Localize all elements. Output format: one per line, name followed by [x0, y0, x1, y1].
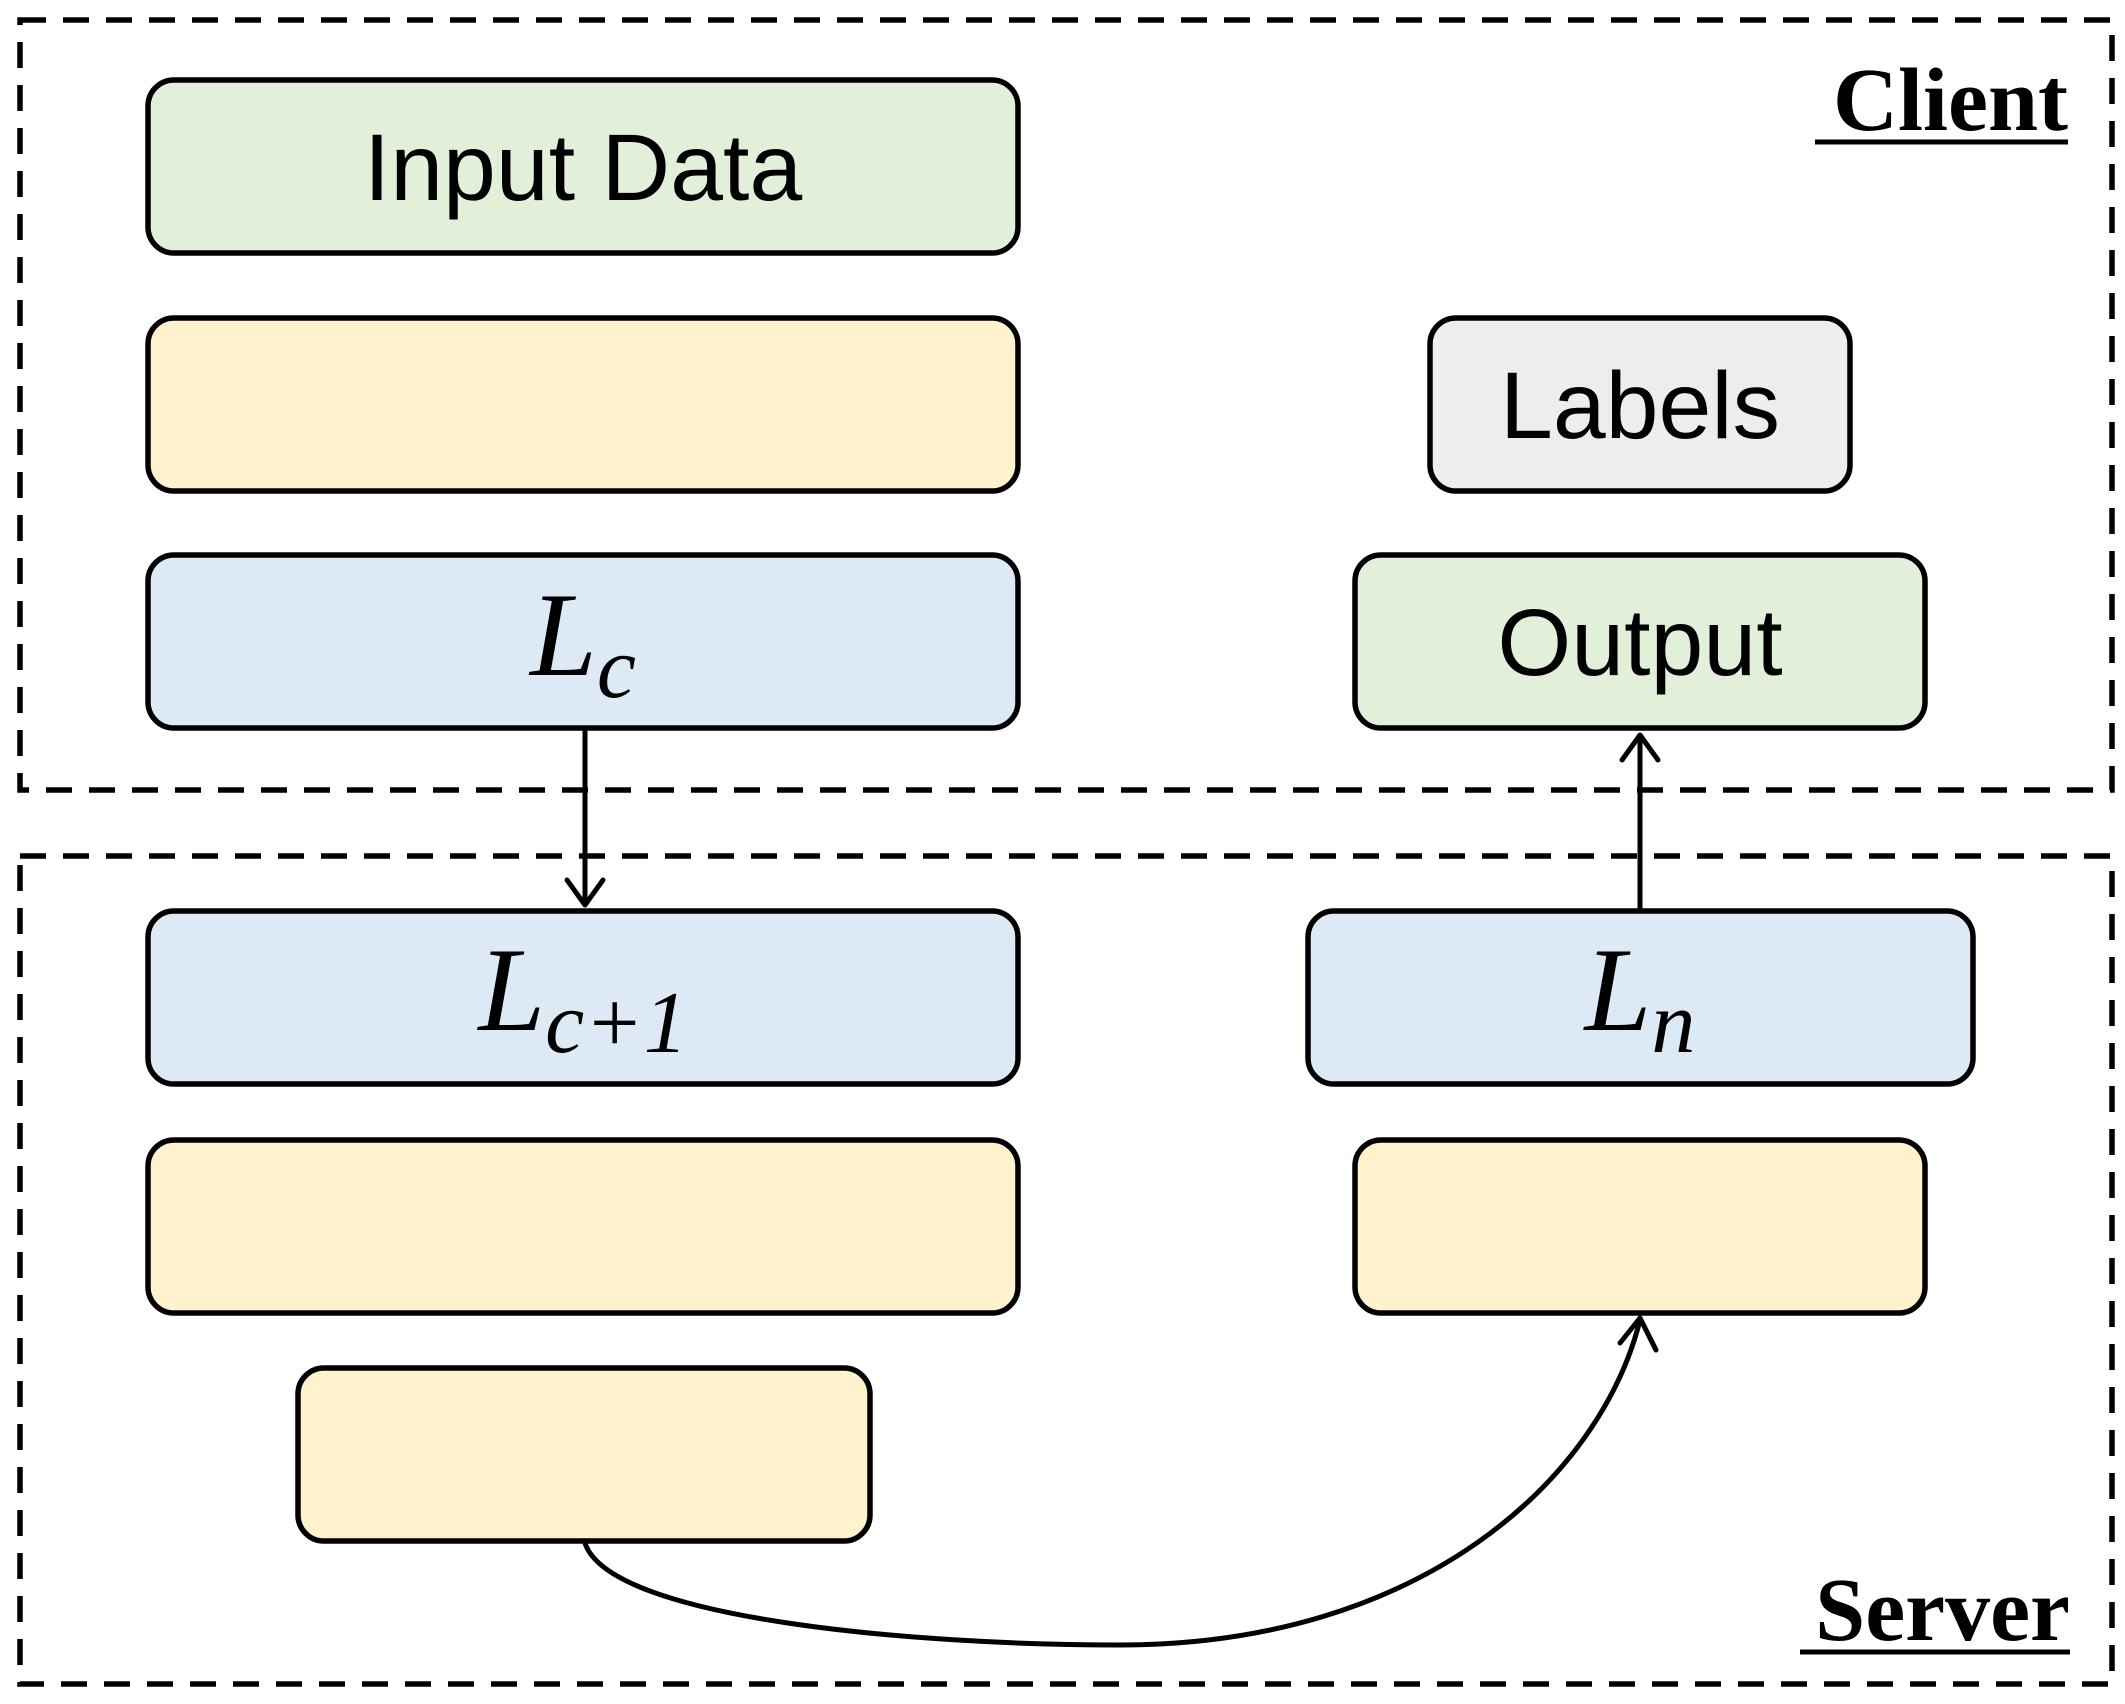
server-hidden-layer-1-block [145, 1137, 1021, 1316]
lc-plus-1-layer-box [145, 908, 1021, 1087]
server-hidden-layer-2-box [295, 1365, 873, 1544]
ln-layer-label: Ln [1583, 923, 1696, 1072]
lc-to-lc-plus-1-arrowhead [564, 877, 606, 908]
client-hidden-layer-box [145, 315, 1021, 494]
client-zone: Client [17, 17, 2115, 793]
server-hidden-layer-1-box [145, 1137, 1021, 1316]
input-data-label: Input Data [364, 115, 803, 221]
labels-box [1427, 315, 1853, 494]
client-zone-border [17, 17, 2115, 793]
ln-layer-box [1305, 908, 1976, 1087]
input-data-block: Input Data [145, 77, 1021, 256]
labels-block: Labels [1427, 315, 1853, 494]
server-hidden-layer-right-block [1352, 1137, 1928, 1316]
lc-layer-label: Lc [528, 568, 636, 717]
server-zone-border [17, 853, 2115, 1687]
lc-layer-block: Lc [145, 552, 1021, 731]
server-zone-title: Server [1815, 1561, 2070, 1660]
server-hidden-layer-2-block [295, 1365, 873, 1544]
server-hidden-layer-right-box [1352, 1137, 1928, 1316]
lc-plus-1-layer-block: Lc+1 [145, 908, 1021, 1087]
skip-connection-arrowhead [1617, 1315, 1659, 1353]
ln-to-output-arrowhead [1619, 732, 1661, 763]
ln-to-output-arrow [1619, 732, 1661, 909]
skip-connection-curve [582, 1319, 1643, 1648]
output-block: Output [1352, 552, 1928, 731]
labels-label: Labels [1500, 353, 1780, 459]
output-label: Output [1497, 590, 1782, 696]
input-data-box [145, 77, 1021, 256]
lc-to-lc-plus-1-arrow [564, 730, 606, 908]
output-box [1352, 552, 1928, 731]
client-hidden-layer-block [145, 315, 1021, 494]
skip-connection-arrow [582, 1315, 1659, 1648]
lc-layer-box [145, 552, 1021, 731]
lc-plus-1-layer-label: Lc+1 [476, 923, 687, 1072]
ln-layer-block: Ln [1305, 908, 1976, 1087]
server-zone: Server [17, 853, 2115, 1687]
client-zone-title: Client [1833, 51, 2068, 150]
